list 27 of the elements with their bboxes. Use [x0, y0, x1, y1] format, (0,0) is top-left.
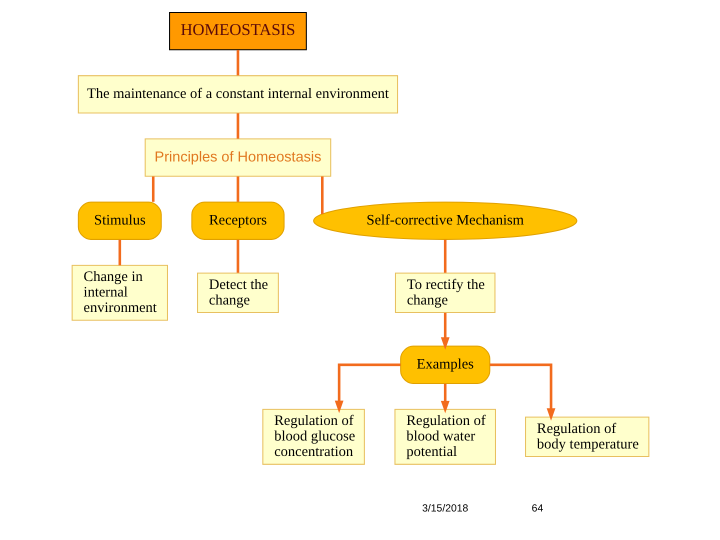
arrow	[440, 384, 450, 414]
node-box: Detect the change	[196, 272, 278, 313]
connector	[236, 50, 239, 76]
label: 3/15/2018	[422, 503, 468, 514]
connector	[118, 240, 121, 266]
connector	[236, 113, 239, 139]
arrow	[489, 364, 555, 421]
node-box: Receptors	[190, 202, 284, 240]
connector	[320, 176, 324, 214]
node-box: Change in internal environment	[71, 264, 168, 321]
node-box: Regulation of blood glucose concentration	[262, 408, 364, 465]
connector	[151, 176, 154, 202]
arrow	[440, 312, 450, 350]
node-box: Regulation of blood water potential	[394, 408, 496, 465]
connector	[236, 240, 239, 273]
label: 64	[531, 503, 543, 514]
connector	[443, 240, 446, 273]
node-box: Stimulus	[77, 202, 162, 240]
arrow	[334, 364, 400, 414]
node-ellipse: Self-corrective Mechanism	[312, 202, 577, 240]
node-box: HOMEOSTASIS	[168, 12, 306, 50]
connector	[236, 176, 239, 202]
node-box: To rectify the change	[394, 272, 495, 313]
node-box: The maintenance of a constant internal environment	[77, 75, 398, 114]
node-box: Regulation of body temperature	[524, 416, 649, 458]
node-box: Examples	[400, 346, 490, 384]
node-box: Principles of Homeostasis	[144, 138, 331, 177]
